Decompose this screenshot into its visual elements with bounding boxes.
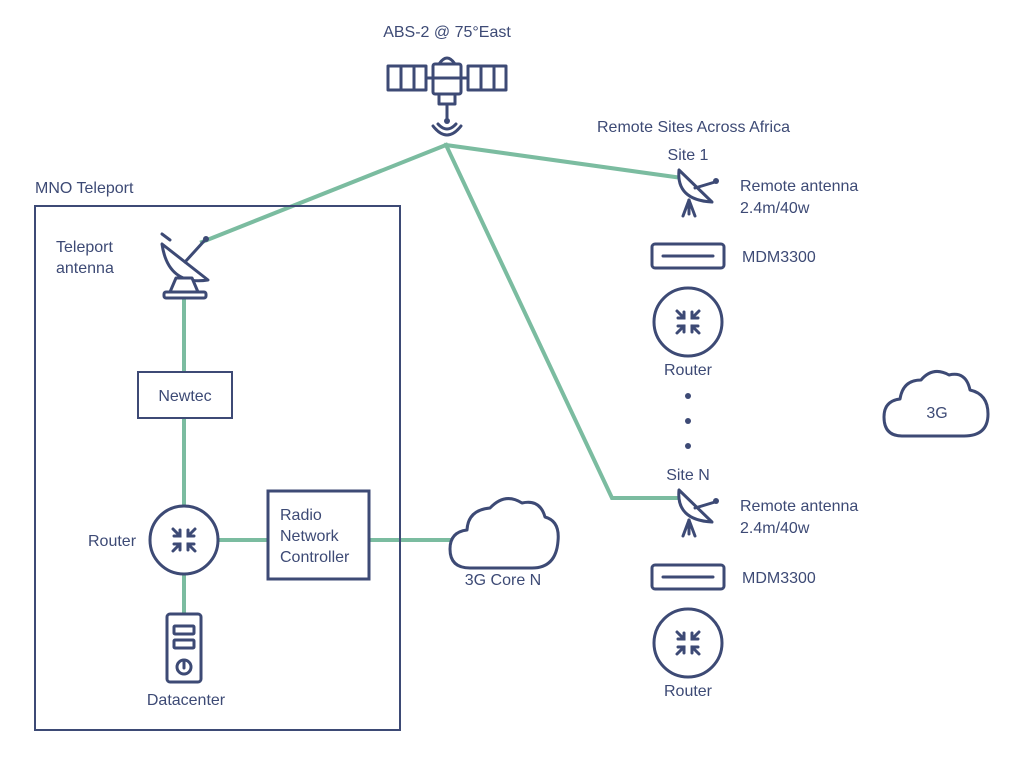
rnc-label-3: Controller: [280, 549, 350, 566]
site1-antenna-label-1: Remote antenna: [740, 178, 858, 195]
more-sites-ellipsis: [685, 393, 691, 449]
3g-cloud-label: 3G: [926, 405, 947, 422]
site1-router-icon: [652, 286, 724, 358]
link-sat-siteN: [443, 142, 682, 500]
core-label: 3G Core N: [465, 572, 541, 589]
teleport-boundary: [34, 205, 401, 731]
teleport-dish-antenna-icon: [160, 232, 210, 300]
site1-modem-icon: [650, 242, 726, 270]
site1-antenna-label-2: 2.4m/40w: [740, 200, 810, 217]
siteN-antenna-label-1: Remote antenna: [740, 498, 858, 515]
site1-name: Site 1: [668, 147, 709, 164]
site1-modem-label: MDM3300: [742, 249, 816, 266]
satellite-label: ABS-2 @ 75°East: [383, 24, 511, 41]
rnc-box: Radio Network Controller: [266, 489, 371, 581]
teleport-title: MNO Teleport: [35, 180, 134, 197]
remote-title: Remote Sites Across Africa: [597, 119, 790, 136]
rnc-label-1: Radio: [280, 507, 322, 524]
link-sat-site1: [443, 142, 685, 181]
teleport-antenna-label-1: Teleport: [56, 239, 113, 256]
siteN-router-label: Router: [664, 683, 713, 700]
siteN-router-icon: [652, 607, 724, 679]
link-sat-teleport: [199, 142, 449, 245]
site1-dish-antenna-icon: [677, 168, 719, 218]
satellite-icon: [386, 56, 508, 137]
siteN-modem-label: MDM3300: [742, 570, 816, 587]
datacenter-label: Datacenter: [147, 692, 226, 709]
datacenter-server-icon: [165, 612, 203, 684]
site1-router-label: Router: [664, 362, 713, 379]
rnc-label-2: Network: [280, 528, 340, 545]
core-cloud-icon: [448, 497, 560, 570]
siteN-modem-icon: [650, 563, 726, 591]
newtec-box: Newtec: [137, 371, 233, 419]
newtec-label: Newtec: [158, 388, 211, 405]
teleport-router-icon: [148, 504, 220, 576]
siteN-name: Site N: [666, 467, 710, 484]
siteN-antenna-label-2: 2.4m/40w: [740, 520, 810, 537]
satellite-links: [182, 142, 685, 616]
teleport-router-label: Router: [88, 533, 137, 550]
3g-cloud-icon: [882, 369, 990, 438]
siteN-dish-antenna-icon: [677, 488, 719, 538]
teleport-antenna-label-2: antenna: [56, 260, 114, 277]
